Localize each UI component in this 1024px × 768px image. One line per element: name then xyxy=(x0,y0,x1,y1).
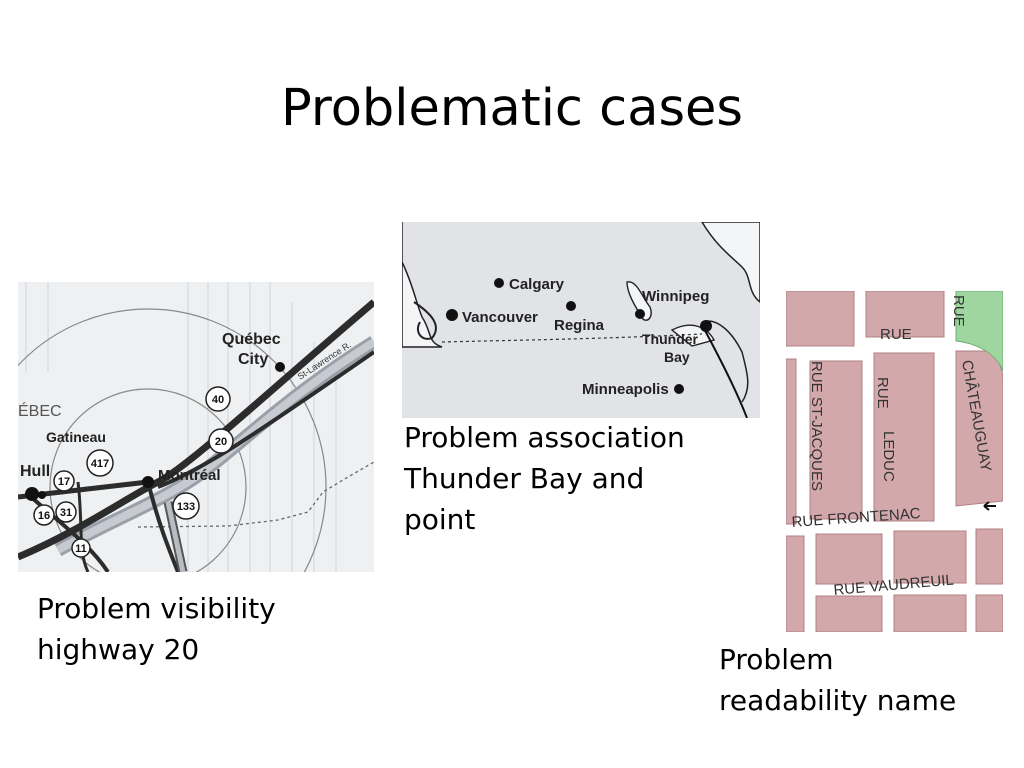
highway-map-image: 40 20 417 17 31 16 133 11 Québec City Ga… xyxy=(18,282,374,572)
shield-31: 31 xyxy=(60,507,72,519)
label-bay: Bay xyxy=(664,349,690,365)
shield-417: 417 xyxy=(91,458,109,470)
label-quebec-region: ÉBEC xyxy=(18,401,62,420)
caption-association-line2: Thunder Bay and xyxy=(404,462,645,495)
street-st-jacques: RUE ST-JACQUES xyxy=(808,361,825,491)
arrow-icon xyxy=(983,501,996,511)
label-vancouver: Vancouver xyxy=(462,309,538,326)
streets-map-image: RUE RUE RUE ST-JACQUES RUE LEDUC CHÂTEAU… xyxy=(786,291,1003,632)
caption-readability: Problem readability name xyxy=(719,639,1019,721)
caption-readability-line1: Problem xyxy=(719,643,834,676)
label-quebec: Québec xyxy=(222,331,281,348)
caption-readability-line2: readability name xyxy=(719,684,957,717)
label-regina: Regina xyxy=(554,317,605,334)
slide-title: Problematic cases xyxy=(281,79,743,138)
street-rue-corner: RUE xyxy=(950,295,967,327)
cities-map-drawing: Calgary Vancouver Regina Winnipeg Thunde… xyxy=(402,222,760,418)
caption-association-line1: Problem association xyxy=(404,421,685,454)
caption-visibility-line2: highway 20 xyxy=(37,633,200,666)
label-thunder: Thunder xyxy=(642,331,699,347)
caption-visibility: Problem visibility highway 20 xyxy=(37,588,367,670)
label-gatineau: Gatineau xyxy=(46,429,106,445)
label-winnipeg: Winnipeg xyxy=(642,288,709,305)
caption-association-line3: point xyxy=(404,503,476,536)
shield-11: 11 xyxy=(75,543,87,555)
shield-20: 20 xyxy=(215,436,227,448)
street-leduc-rue: RUE xyxy=(874,377,891,409)
label-minneapolis: Minneapolis xyxy=(582,381,669,398)
shield-17: 17 xyxy=(58,476,70,488)
label-hull: Hull xyxy=(20,463,50,480)
shield-16: 16 xyxy=(38,510,50,522)
shield-133: 133 xyxy=(177,501,195,513)
street-rue-top: RUE xyxy=(880,326,912,343)
highway-map-drawing: 40 20 417 17 31 16 133 11 Québec City Ga… xyxy=(18,282,374,572)
street-leduc: LEDUC xyxy=(880,431,897,482)
shield-40: 40 xyxy=(212,394,224,406)
streets-map-drawing: RUE RUE RUE ST-JACQUES RUE LEDUC CHÂTEAU… xyxy=(786,291,1003,632)
caption-visibility-line1: Problem visibility xyxy=(37,592,276,625)
label-montreal: Montréal xyxy=(158,467,221,484)
label-city: City xyxy=(238,351,268,368)
label-calgary: Calgary xyxy=(509,276,565,293)
cities-map-image: Calgary Vancouver Regina Winnipeg Thunde… xyxy=(402,222,760,418)
caption-association: Problem association Thunder Bay and poin… xyxy=(404,417,754,540)
